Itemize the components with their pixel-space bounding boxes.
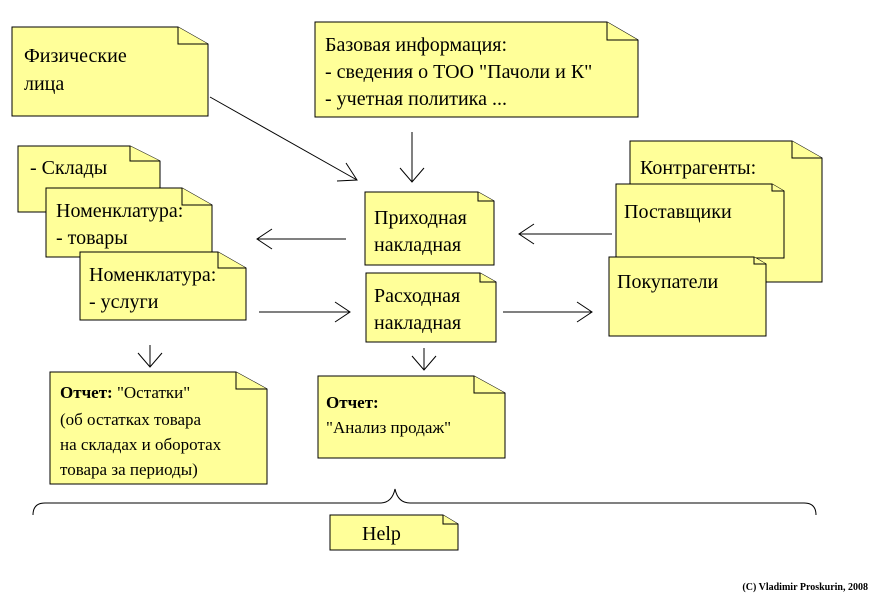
note-individuals-line2: лица	[24, 73, 64, 95]
note-base-info-line3: - учетная политика ...	[325, 88, 507, 110]
note-buyers[interactable]: Покупатели	[608, 256, 767, 337]
arrow-expense-to-buyers	[503, 301, 593, 323]
note-individuals-line1: Физические	[24, 45, 127, 67]
note-warehouses-line1: - Склады	[30, 157, 107, 179]
note-nomenclature-services-line2: - услуги	[89, 291, 159, 313]
note-nomenclature-services[interactable]: Номенклатура: - услуги	[79, 251, 247, 321]
note-base-info-line1: Базовая информация:	[325, 34, 507, 56]
note-nomenclature-services-line1: Номенклатура:	[89, 264, 216, 286]
curly-brace	[32, 488, 817, 516]
note-expense-invoice-line2: накладная	[374, 312, 461, 334]
note-expense-invoice[interactable]: Расходная накладная	[365, 272, 497, 343]
note-nomenclature-goods-line2: - товары	[56, 227, 128, 249]
report-balances-line3: на складах и оборотах	[60, 435, 222, 454]
note-report-balances[interactable]: Отчет: "Остатки" (об остатках товара на …	[49, 371, 268, 485]
note-base-info[interactable]: Базовая информация: - сведения о ТОО "Па…	[314, 21, 639, 118]
note-receipt-invoice-line1: Приходная	[374, 207, 467, 229]
report-sales-label: Отчет:	[326, 393, 379, 412]
help-label: Help	[362, 523, 401, 545]
arrow-services-to-expense	[259, 301, 351, 323]
note-base-info-line2: - сведения о ТОО "Пачоли и К"	[325, 61, 592, 83]
report-sales-title: "Анализ продаж"	[326, 418, 451, 437]
arrow-base-info-to-receipt	[399, 132, 425, 183]
note-individuals[interactable]: Физические лица	[11, 26, 209, 117]
arrow-receipt-to-nomenclature	[256, 228, 346, 250]
note-receipt-invoice[interactable]: Приходная накладная	[364, 191, 495, 266]
help-note[interactable]: Help	[329, 514, 459, 551]
note-receipt-invoice-line2: накладная	[374, 234, 461, 256]
arrow-suppliers-to-receipt	[518, 223, 612, 245]
report-balances-label: Отчет:	[60, 383, 113, 402]
report-balances-line4: товара за периоды)	[60, 460, 198, 479]
note-nomenclature-goods-line1: Номенклатура:	[56, 200, 183, 222]
copyright-text: (C) Vladimir Proskurin, 2008	[742, 582, 868, 593]
svg-text:Отчет: "Остатки": Отчет: "Остатки"	[60, 383, 190, 402]
report-balances-line2: (об остатках товара	[60, 410, 202, 429]
note-suppliers-line1: Поставщики	[624, 201, 732, 223]
note-expense-invoice-line1: Расходная	[374, 285, 460, 307]
note-nomenclature-goods[interactable]: Номенклатура: - товары	[45, 187, 213, 258]
note-buyers-line1: Покупатели	[617, 271, 719, 293]
report-balances-title: "Остатки"	[113, 383, 190, 402]
arrow-expense-to-report-sales	[411, 348, 437, 371]
note-counterparties-line1: Контрагенты:	[640, 157, 756, 179]
arrow-services-to-report-balances	[137, 345, 163, 368]
note-report-sales[interactable]: Отчет: "Анализ продаж"	[317, 375, 506, 459]
arrow-individuals-to-receipt	[209, 96, 358, 182]
note-suppliers[interactable]: Поставщики	[615, 183, 785, 259]
